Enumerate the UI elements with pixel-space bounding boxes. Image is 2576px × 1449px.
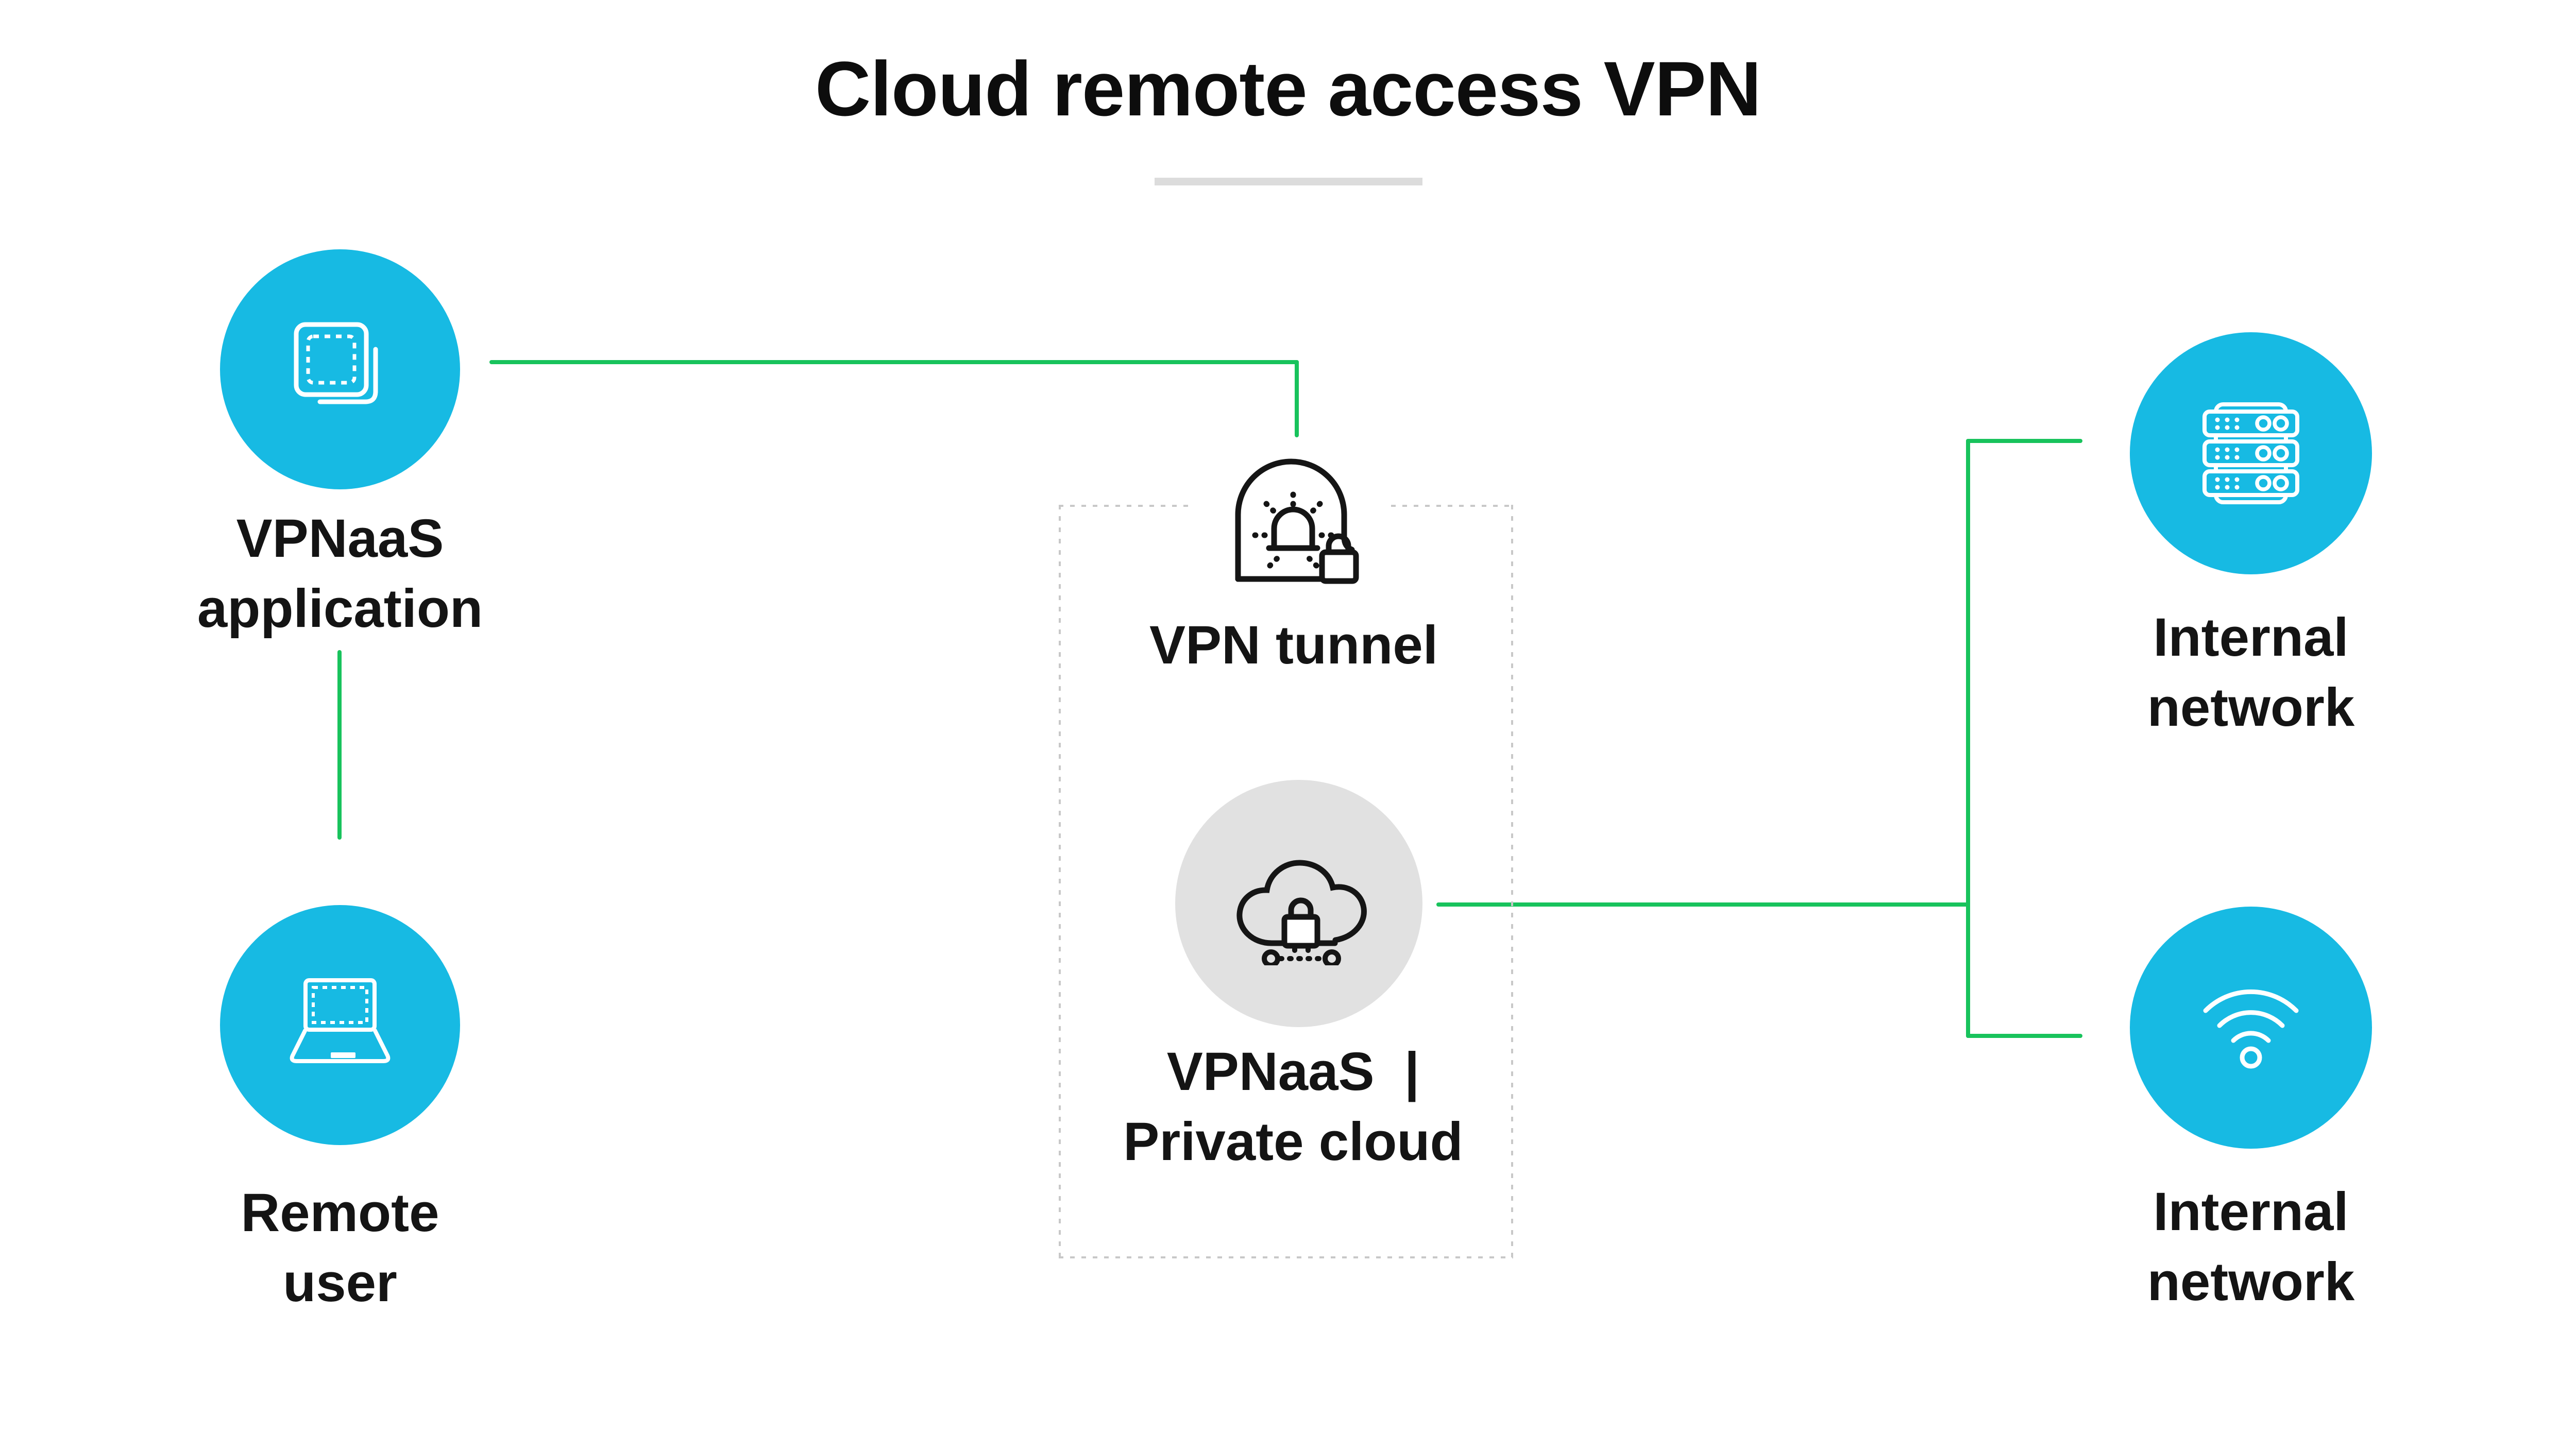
box-top-border-left-segment (1059, 505, 1190, 507)
internal-network-top-label: Internal network (2147, 607, 2355, 738)
title-underline (1155, 178, 1422, 185)
remote-user-label: Remote user (241, 1183, 439, 1313)
wifi-icon (2203, 989, 2299, 1069)
connector-cloud-horizontal (1436, 902, 1970, 907)
cloud-lock-icon (1236, 860, 1367, 965)
box-left-border (1059, 505, 1061, 1258)
connector-to-internal-network-top (1966, 439, 2082, 443)
box-bottom-border (1059, 1256, 1513, 1258)
vpn-tunnel-label: VPN tunnel (1149, 615, 1438, 675)
app-copy-icon (294, 322, 378, 404)
private-cloud-label: VPNaaS | Private cloud (1123, 1042, 1463, 1172)
remote-user-node (220, 905, 460, 1145)
vpnaas-application-label: VPNaaS application (197, 508, 483, 639)
internal-network-servers-node (2130, 332, 2372, 574)
laptop-icon (290, 978, 391, 1063)
connector-app-to-tunnel-vertical (1295, 360, 1299, 437)
connector-to-internal-network-bottom (1966, 1034, 2082, 1038)
page-title: Cloud remote access VPN (815, 45, 1761, 132)
connector-right-vertical (1966, 439, 1970, 1038)
vpnaas-application-node (220, 249, 460, 489)
box-top-border-right-segment (1391, 505, 1513, 507)
box-right-border (1511, 505, 1513, 1258)
connector-app-to-remote-user (337, 650, 342, 840)
server-rack-icon (2202, 402, 2299, 504)
private-cloud-node (1175, 780, 1422, 1027)
internal-network-wifi-node (2130, 907, 2372, 1149)
connector-app-to-tunnel-horizontal (489, 360, 1299, 364)
tunnel-lock-icon (1227, 450, 1360, 585)
internal-network-bottom-label: Internal network (2147, 1182, 2355, 1312)
